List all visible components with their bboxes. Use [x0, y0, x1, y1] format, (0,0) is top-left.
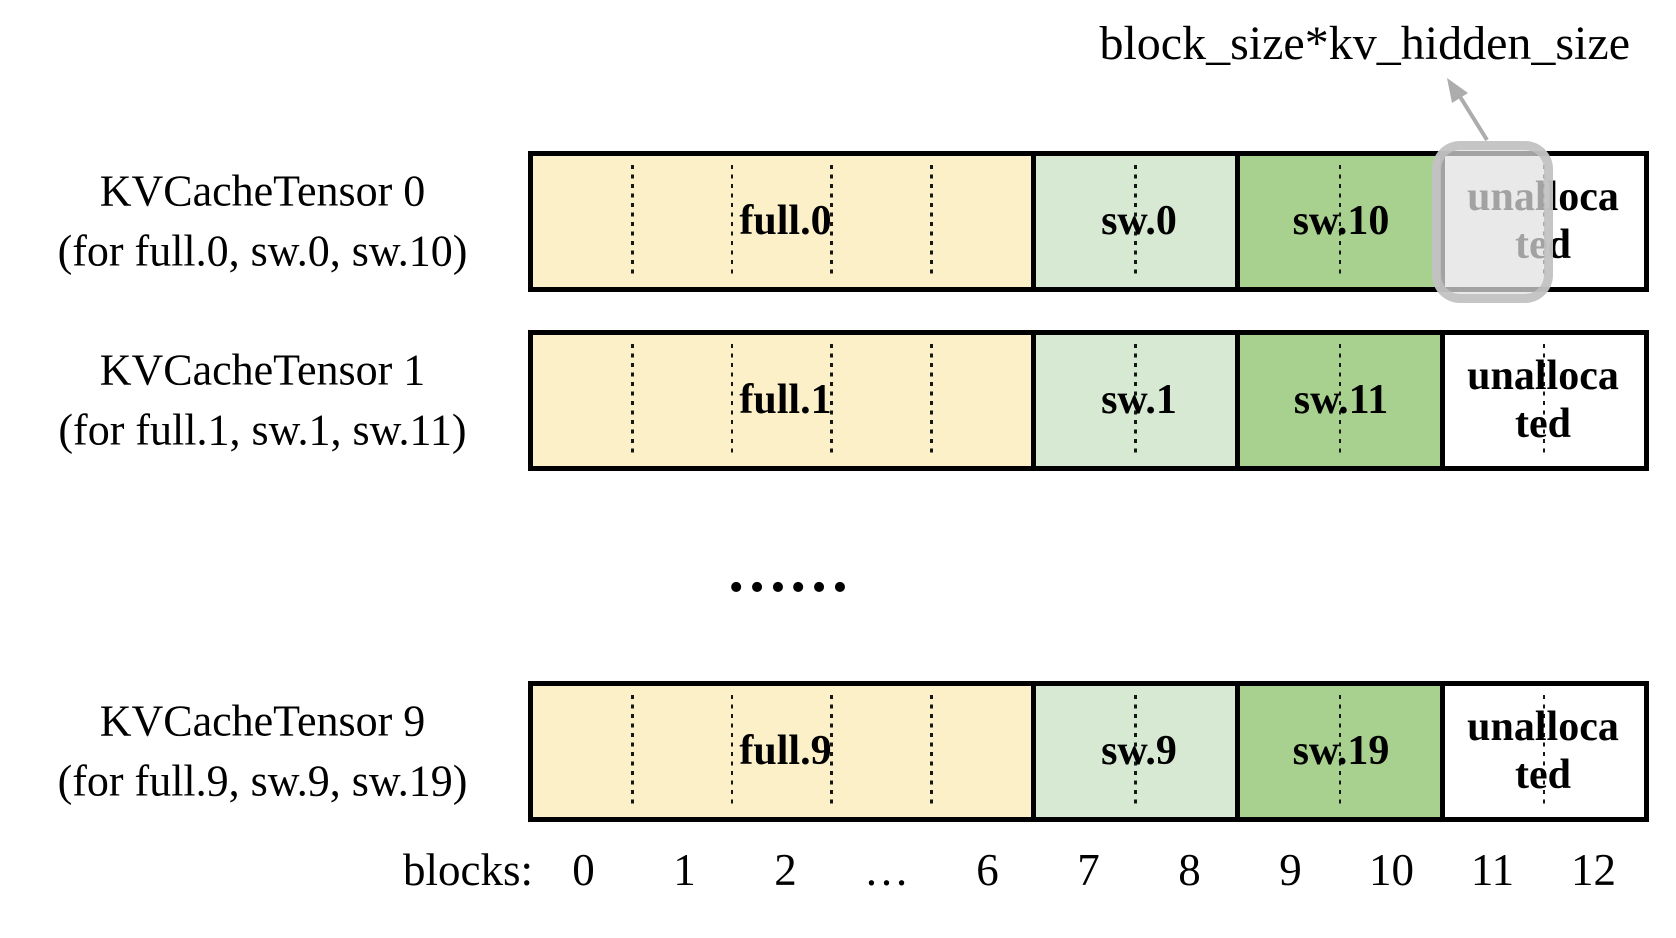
block-size-annotation: block_size*kv_hidden_size — [1099, 17, 1630, 70]
segment-label-sw-1: sw.1 — [1101, 376, 1177, 423]
block-cell — [930, 686, 1032, 817]
block-divider-dotted-line — [631, 344, 634, 457]
block-divider-dotted-line — [1134, 344, 1137, 457]
block-index-tick: … — [864, 845, 909, 895]
block-divider-dotted-line — [1338, 165, 1342, 278]
block-divider-dotted-line — [930, 695, 933, 808]
segment-label-sw-0: sw.0 — [1101, 197, 1177, 244]
block-divider-dotted-line — [1542, 344, 1546, 457]
segment-label-sw-19: sw.19 — [1292, 727, 1390, 774]
kv-cache-bar: full.1 sw.1 sw.11 unallocated — [528, 330, 1649, 471]
tensor-layers: (for full.0, sw.0, sw.10) — [57, 226, 468, 276]
block-divider-dotted-line — [830, 695, 833, 808]
tensor-row-label: KVCacheTensor 0 (for full.0, sw.0, sw.10… — [10, 161, 515, 282]
block-index-tick: 9 — [1279, 845, 1302, 895]
block-divider-dotted-line — [1134, 165, 1137, 278]
block-index-tick: 12 — [1571, 845, 1616, 895]
block-cell — [930, 156, 1032, 287]
block-divider-dotted-line — [830, 165, 833, 278]
block-cell — [1031, 686, 1136, 817]
block-cell — [1235, 156, 1341, 287]
block-divider-dotted-line — [1134, 695, 1137, 808]
tensor-row-label: KVCacheTensor 9 (for full.9, sw.9, sw.19… — [10, 691, 515, 812]
block-divider-dotted-line — [730, 344, 734, 457]
block-index-tick: 1 — [673, 845, 696, 895]
block-cell — [631, 335, 733, 466]
block-cell — [830, 335, 932, 466]
block-cell — [533, 156, 633, 287]
block-cell — [930, 335, 1032, 466]
segment-label-full-9: full.9 — [739, 727, 832, 774]
segment-label-sw-9: sw.9 — [1101, 727, 1177, 774]
tensor-row-2: KVCacheTensor 9 (for full.9, sw.9, sw.19… — [0, 681, 1676, 822]
block-cell — [830, 156, 932, 287]
block-cell — [1134, 335, 1236, 466]
block-cell — [730, 686, 832, 817]
block-cell — [1235, 335, 1341, 466]
annotation-arrow-icon — [1447, 78, 1489, 142]
tensor-name: KVCacheTensor 0 — [99, 165, 426, 215]
block-divider-dotted-line — [1542, 695, 1546, 808]
tensor-row-0: KVCacheTensor 0 (for full.0, sw.0, sw.10… — [0, 141, 1676, 303]
block-divider-dotted-line — [631, 695, 634, 808]
segment-label-full-0: full.0 — [739, 197, 832, 244]
block-cell — [1338, 335, 1440, 466]
block-index-tick: 2 — [774, 845, 797, 895]
kv-cache-bar: full.9 sw.9 sw.19 unallocated — [528, 681, 1649, 822]
block-divider-dotted-line — [730, 165, 734, 278]
tensor-layers: (for full.9, sw.9, sw.19) — [57, 756, 468, 806]
segment-label-sw-10: sw.10 — [1292, 197, 1390, 244]
block-cell — [631, 156, 733, 287]
tensor-name: KVCacheTensor 1 — [99, 344, 426, 394]
tensor-row-label: KVCacheTensor 1 (for full.1, sw.1, sw.11… — [10, 340, 515, 461]
block-divider-dotted-line — [1338, 344, 1342, 457]
block-index-tick: 11 — [1470, 845, 1515, 895]
highlighted-block-ring — [1432, 141, 1553, 303]
block-cell — [1031, 156, 1136, 287]
block-cell — [1134, 686, 1236, 817]
block-index-tick: 6 — [976, 845, 999, 895]
tensor-name: KVCacheTensor 9 — [99, 695, 426, 745]
block-cell — [1031, 335, 1136, 466]
block-cell — [1542, 335, 1645, 466]
block-index-tick: 0 — [572, 845, 595, 895]
block-divider-dotted-line — [830, 344, 833, 457]
block-cell — [533, 335, 633, 466]
block-divider-dotted-line — [930, 165, 933, 278]
block-divider-dotted-line — [930, 344, 933, 457]
tensor-layers: (for full.1, sw.1, sw.11) — [58, 405, 467, 455]
segment-label-sw-11: sw.11 — [1293, 376, 1389, 423]
kv-cache-bar: full.0sw.0sw.10unallocated — [528, 141, 1649, 303]
block-index-tick: 10 — [1369, 845, 1414, 895]
block-cell — [1134, 156, 1236, 287]
block-divider-dotted-line — [631, 165, 634, 278]
segment-label-unallocated: unallocated — [1467, 704, 1619, 798]
block-cell — [533, 686, 633, 817]
block-cell — [730, 156, 832, 287]
segment-label-full-1: full.1 — [739, 376, 832, 423]
block-cell — [1439, 686, 1545, 817]
block-cell — [1338, 156, 1440, 287]
block-cell — [830, 686, 932, 817]
block-cell — [730, 335, 832, 466]
tensor-row-1: KVCacheTensor 1 (for full.1, sw.1, sw.11… — [0, 330, 1676, 471]
block-cell — [1439, 335, 1545, 466]
block-cell — [1235, 686, 1341, 817]
segment-label-unallocated: unallocated — [1467, 353, 1619, 447]
block-cell — [1338, 686, 1440, 817]
block-divider-dotted-line — [1338, 695, 1342, 808]
block-index-tick: 7 — [1077, 845, 1100, 895]
block-index-tick: 8 — [1178, 845, 1201, 895]
block-cell — [1542, 686, 1645, 817]
blocks-axis-label: blocks: — [403, 845, 533, 895]
block-divider-dotted-line — [730, 695, 734, 808]
omitted-rows-ellipsis: …… — [726, 537, 850, 605]
block-cell — [631, 686, 733, 817]
